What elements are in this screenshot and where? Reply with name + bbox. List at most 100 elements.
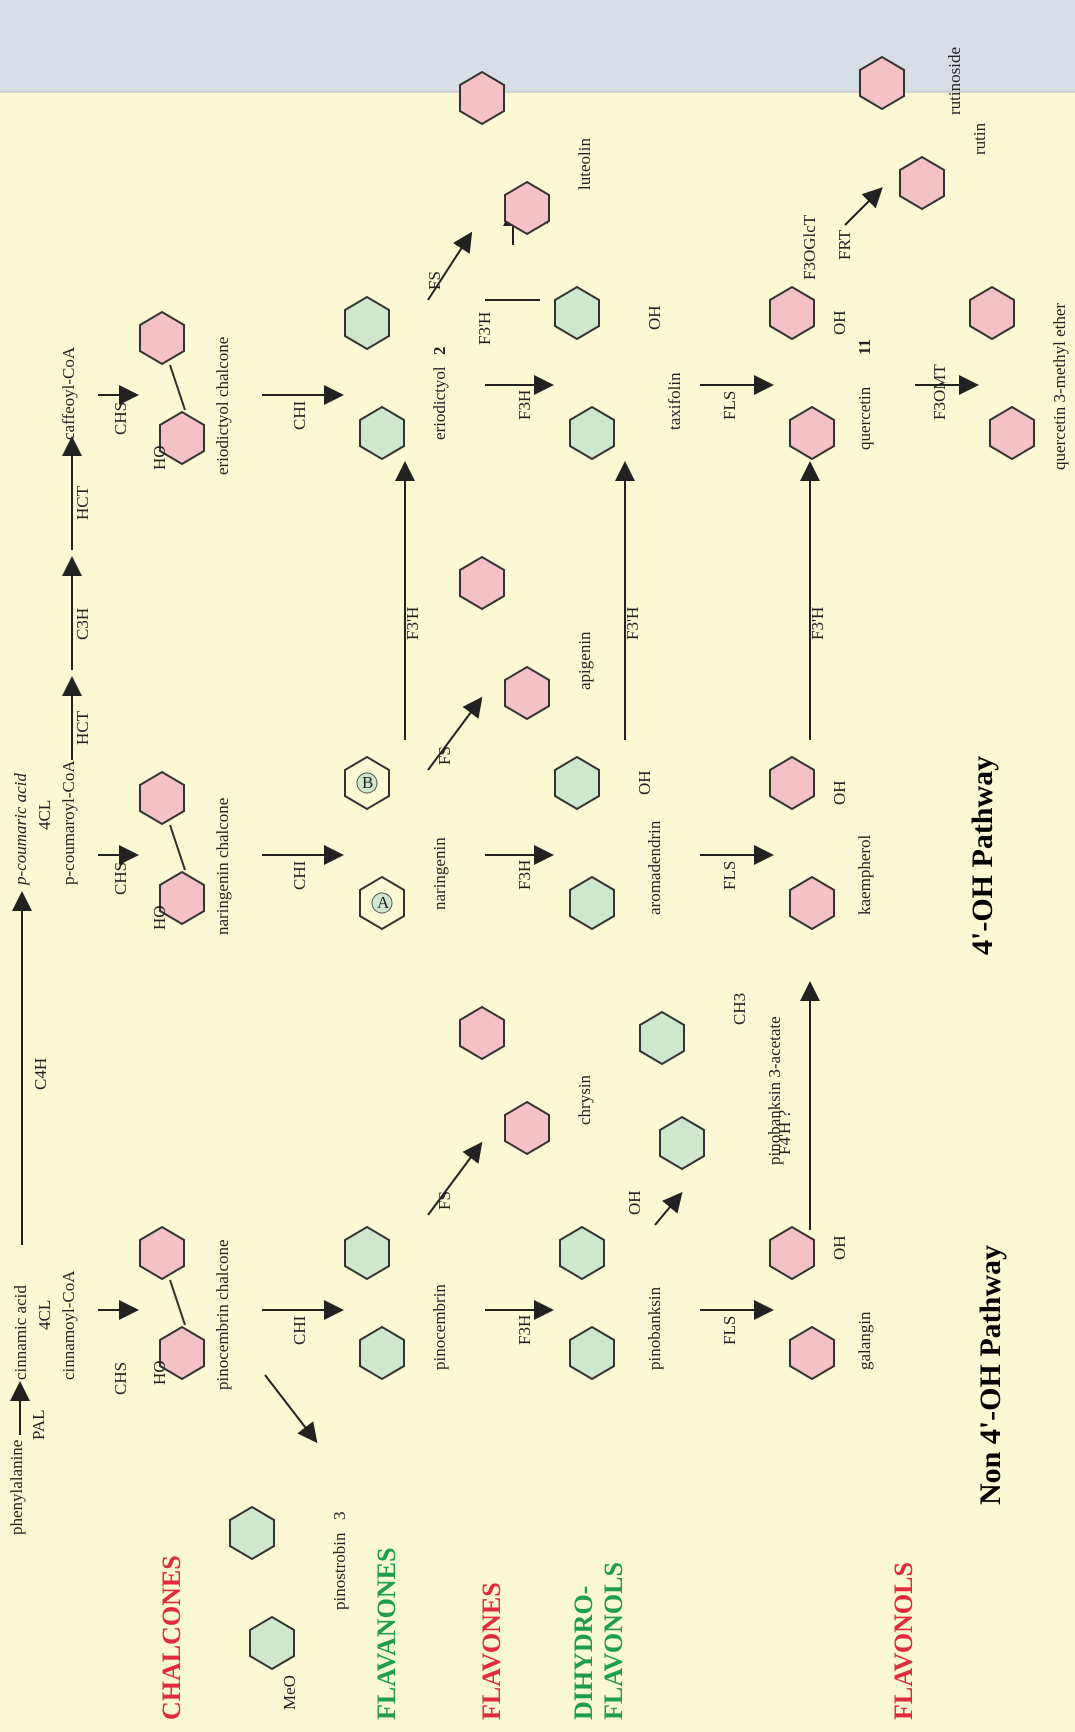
molecule-pinobanksin-acetate: CH3 pinobanksin 3-acetate [639,993,784,1171]
eriodictyol-chalcone-label: eriodictyol chalcone [213,337,232,475]
molecule-rutin: rutinoside rutin [859,47,989,211]
p-coumaroyl-coa-label: p-coumaroyl-CoA [59,760,78,885]
fls-label-1: FLS [720,1316,739,1345]
4cl-label-2: 4CL [35,800,54,830]
ch3-label: CH3 [730,993,749,1025]
cinnamoyl-coa-label: cinnamoyl-CoA [59,1270,78,1380]
molecule-naringenin: A B naringenin [344,755,449,931]
aromadendrin-label: aromadendrin [645,820,664,915]
pinostrobin-label: pinostrobin [330,1532,349,1610]
molecule-quercetin: OH quercetin 11 [769,285,874,461]
4cl-label-1: 4CL [35,1300,54,1330]
f3oglct-label: F3OGlcT [800,214,819,280]
molecule-naringenin-chalcone: naringenin chalcone [139,770,232,935]
class-dihydroflavonols-2: FLAVONOLS [599,1562,628,1720]
class-flavanones: FLAVANONES [372,1548,401,1720]
molecule-apigenin: apigenin [459,555,594,721]
chi-label-2: CHI [290,860,309,890]
non-4oh-pathway-title: Non 4'-OH Pathway [974,1245,1007,1505]
pinobanksin-label: pinobanksin [645,1286,664,1370]
chs-label-1: CHS [111,1362,130,1395]
f3ph-label-3: F3'H [808,607,827,640]
fls-label-2: FLS [720,861,739,890]
pinocembrin-label: pinocembrin [430,1284,449,1370]
oh-label-kaempherol: OH [830,780,849,805]
c4h-label: C4H [31,1058,50,1090]
precursor-band [0,0,1075,92]
chi-label-3: CHI [290,400,309,430]
pinocembrin-chalcone-label: pinocembrin chalcone [213,1239,232,1390]
frt-label: FRT [835,229,854,260]
molecule-aromadendrin: OH aromadendrin [554,755,664,931]
fs-label-1: FS [435,1191,454,1210]
oh-label-galangin: OH [830,1235,849,1260]
chi-label-1: CHI [290,1315,309,1345]
quercetin-number: 11 [855,339,874,355]
molecule-chrysin: chrysin [459,1005,594,1156]
eriodictyol-label: eriodictyol [430,366,449,440]
oh-label-taxifolin: OH [645,305,664,330]
oh-label-quercetin: OH [830,310,849,335]
f3h-label-2: F3H [515,860,534,890]
chrysin-label: chrysin [575,1074,594,1125]
chs-label-3: CHS [111,402,130,435]
ring-a-label: A [377,893,390,912]
molecule-pinocembrin: pinocembrin [344,1225,449,1381]
oh-label-aromadendrin: OH [635,770,654,795]
f4ph-label: F4'H ? [775,1110,794,1155]
molecule-eriodictyol: eriodictyol 2 [344,295,449,461]
meo-label: MeO [280,1675,299,1710]
eriodictyol-number: 2 [430,347,449,356]
4oh-pathway-title: 4'-OH Pathway [966,756,999,955]
molecule-taxifolin: OH taxifolin [554,285,684,461]
molecule-quercetin-methyl-ether: quercetin 3-methyl ether [969,285,1069,470]
rutin-label: rutin [970,122,989,155]
ho-label-2: HO [150,905,169,930]
class-labels: CHALCONES FLAVANONES FLAVONES DIHYDRO- F… [157,1548,918,1720]
molecule-galangin: OH galangin [769,1225,874,1381]
oh-label-pinobanksin: OH [625,1190,644,1215]
f3ph-label-2: F3'H [623,607,642,640]
quercetin-label: quercetin [855,386,874,450]
ho-label-3: HO [150,445,169,470]
molecule-kaempherol: OH kaempherol [769,755,874,931]
apigenin-label: apigenin [575,631,594,690]
fls-label-3: FLS [720,391,739,420]
molecule-eriodictyol-chalcone: eriodictyol chalcone [139,310,232,475]
f3ph-label-1: F3'H [403,607,422,640]
class-flavonols: FLAVONOLS [889,1562,918,1720]
galangin-label: galangin [855,1311,874,1370]
class-dihydroflavonols-1: DIHYDRO- [569,1586,598,1720]
hct-label-1: HCT [73,710,92,745]
kaempherol-label: kaempherol [855,834,874,915]
phenylalanine-label: phenylalanine [7,1440,26,1535]
taxifolin-label: taxifolin [665,372,684,430]
reaction-arrows: CHS CHS CHS CHI CHI CHI F3H F3H F3H F3'H… [98,187,979,1444]
pal-label: PAL [29,1409,48,1440]
p-coumaric-acid-label: p-coumaric acid [11,773,30,886]
pinostrobin-number: 3 [330,1512,349,1521]
molecule-pinobanksin: OH pinobanksin [559,1190,664,1381]
molecule-pinostrobin: MeO pinostrobin 3 [229,1505,349,1710]
naringenin-label: naringenin [430,837,449,910]
ho-label-1: HO [150,1360,169,1385]
rutinoside-label: rutinoside [945,47,964,115]
c3h-label: C3H [73,608,92,640]
luteolin-label: luteolin [575,138,594,190]
fs-label-2: FS [435,746,454,765]
molecule-luteolin: luteolin [459,70,594,236]
ring-b-label: B [362,773,373,792]
f3omt-label: F3OMT [930,364,949,420]
pinobanksin-acetate-label: pinobanksin 3-acetate [765,1016,784,1165]
molecule-pinocembrin-chalcone: pinocembrin chalcone [139,1225,232,1390]
class-flavones: FLAVONES [477,1582,506,1720]
f3ph-label-side: F3'H [475,312,494,345]
caffeoyl-coa-label: caffeoyl-CoA [59,346,78,440]
precursor-row: phenylalanine PAL cinnamic acid 4CL cinn… [7,346,92,1535]
naringenin-chalcone-label: naringenin chalcone [213,798,232,935]
f3h-label-1: F3H [515,1315,534,1345]
f3h-label-3: F3H [515,390,534,420]
quercetin-methyl-ether-label: quercetin 3-methyl ether [1050,303,1069,470]
cinnamic-acid-label: cinnamic acid [11,1285,30,1380]
